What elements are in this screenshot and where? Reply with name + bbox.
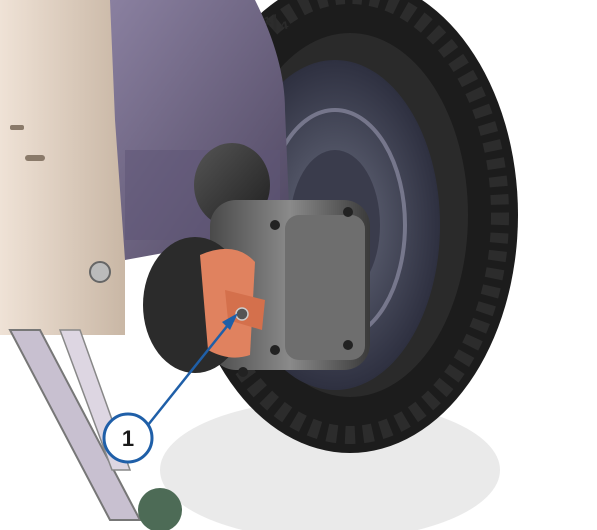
- support-legs: [8, 329, 182, 530]
- caster-wheel: [138, 488, 182, 530]
- screw-icon: [89, 261, 111, 283]
- callout-circle: [102, 412, 154, 464]
- callout-leader-line: [147, 319, 233, 426]
- callout-1: 1: [102, 313, 238, 464]
- lever-screw-icon: [235, 307, 249, 321]
- brake-release-lever: [200, 248, 265, 358]
- callout-arrowhead: [222, 313, 238, 330]
- callout-number: 1: [122, 426, 134, 451]
- frame-side-panel: [0, 0, 125, 335]
